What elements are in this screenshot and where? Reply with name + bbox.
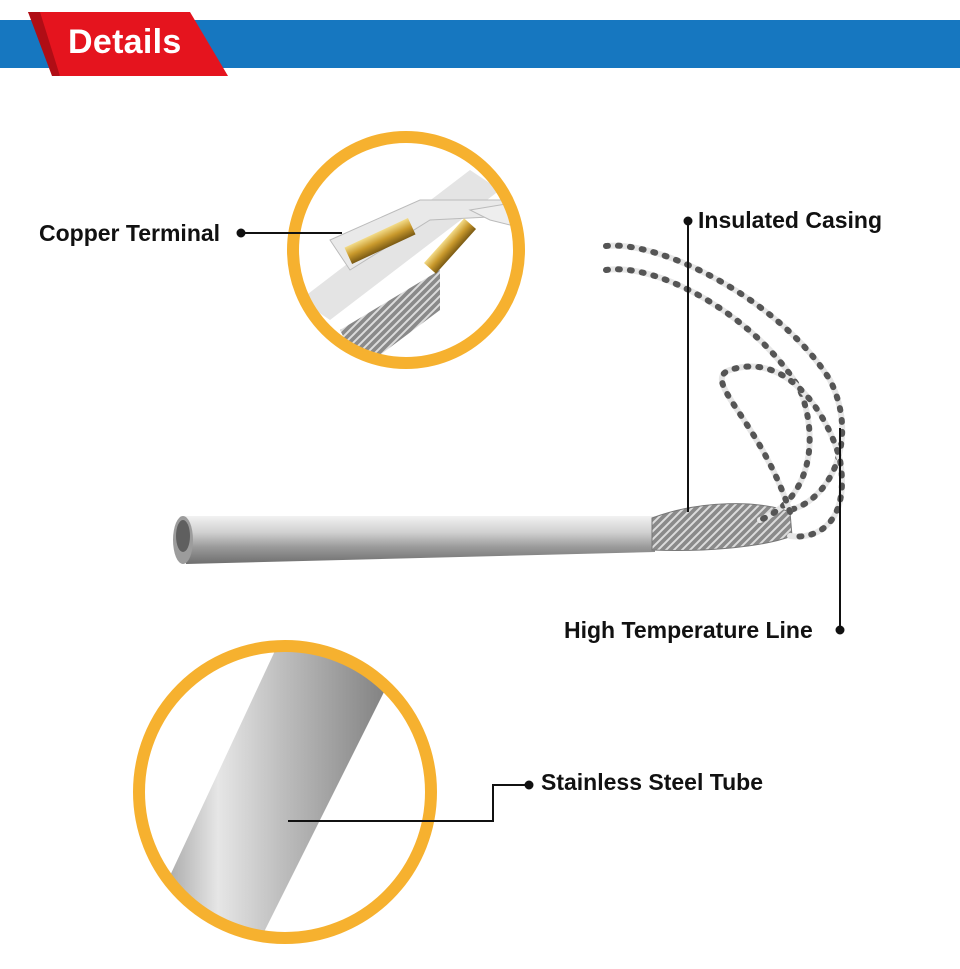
insulated-casing-label: Insulated Casing — [698, 207, 883, 233]
lead-wires — [603, 242, 846, 540]
stainless-tube-zoom — [133, 640, 437, 944]
copper-terminal-zoom — [287, 131, 525, 369]
copper-terminal-label: Copper Terminal — [39, 220, 221, 246]
details-badge: Details — [28, 12, 228, 76]
braided-sleeve — [651, 503, 793, 551]
stainless-steel-tube-label: Stainless Steel Tube — [541, 769, 763, 795]
heater-tube — [173, 516, 655, 564]
callout-leaders — [236, 216, 845, 822]
badge-shape — [28, 12, 228, 76]
high-temperature-line-label: High Temperature Line — [564, 617, 813, 643]
page-title: Details — [68, 23, 182, 61]
